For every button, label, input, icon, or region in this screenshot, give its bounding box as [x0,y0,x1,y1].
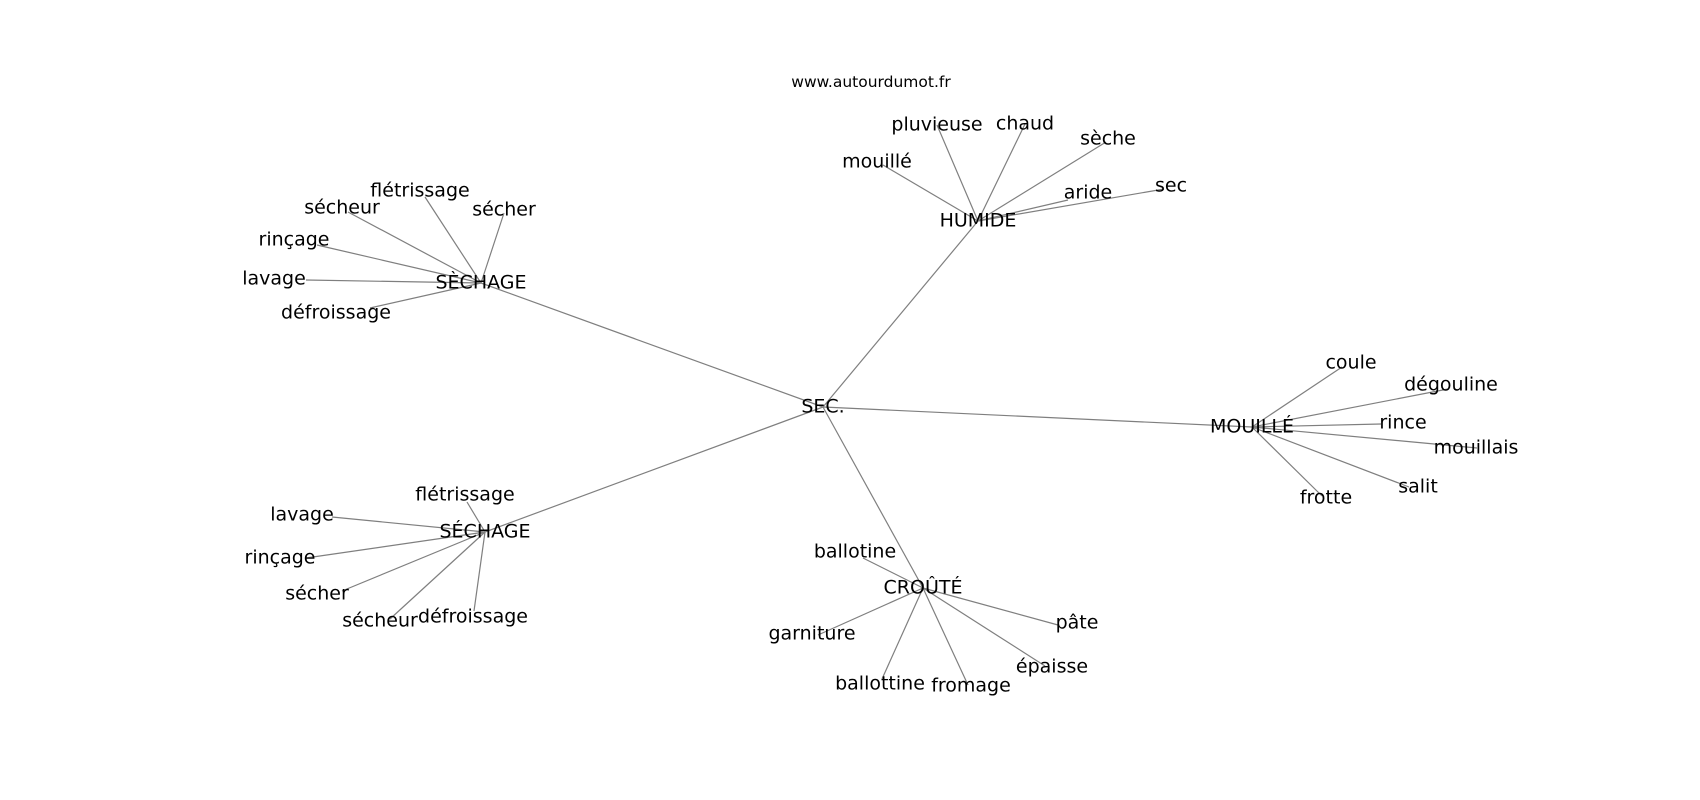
edge-leaf-croute-3 [817,587,924,636]
center-node: SEC. [801,395,845,418]
edge-leaf-sechage-grave-4 [316,244,482,284]
edge-leaf-sechage-aigu-4 [341,531,486,592]
leaf-humide-2: chaud [995,112,1055,135]
leaf-sechage-grave-6: défroissage [281,301,391,324]
leaf-sechage-grave-3: sécher [472,198,536,221]
leaf-sechage-aigu-3: rinçage [244,546,316,569]
leaf-croute-5: ballottine [835,672,925,695]
leaf-mouille-6: frotte [1299,486,1353,509]
leaf-sechage-aigu-5: sécheur [342,609,418,632]
edge-leaf-humide-4 [977,141,1107,222]
edge-center-sechage-aigu [484,406,824,533]
leaf-croute-3: garniture [768,622,856,645]
edge-leaf-sechage-aigu-2 [331,516,486,533]
leaf-humide-4: sèche [1080,127,1136,150]
edge-center-sechage-grave [480,282,824,408]
leaf-humide-6: sec [1154,174,1188,197]
leaf-croute-6: fromage [931,674,1011,697]
edge-leaf-sechage-grave-6 [369,282,482,309]
edge-leaf-humide-6 [977,188,1165,222]
edge-leaf-sechage-aigu-3 [305,531,486,559]
leaf-croute-1: ballotine [813,540,897,563]
edge-leaf-mouille-6 [1251,426,1323,497]
leaf-humide-3: mouillé [842,150,912,173]
leaf-sechage-grave-4: rinçage [258,228,330,251]
leaf-sechage-grave-1: flétrissage [370,179,470,202]
leaf-croute-2: pâte [1055,611,1099,634]
hub-sechage-aigu: SÉCHAGE [439,520,531,543]
leaf-sechage-aigu-1: flétrissage [415,483,515,506]
leaf-mouille-1: coule [1325,351,1377,374]
edge-leaf-sechage-grave-2 [347,211,482,284]
edge-leaf-sechage-grave-1 [424,196,482,284]
leaf-humide-1: pluvieuse [891,113,983,136]
edge-leaf-humide-5 [977,199,1069,222]
leaf-sechage-grave-5: lavage [242,267,306,290]
edge-leaf-mouille-1 [1251,366,1343,428]
edge-leaf-humide-2 [977,123,1026,222]
leaf-humide-5: aride [1063,181,1113,204]
leaf-mouille-4: mouillais [1433,436,1519,459]
leaf-sechage-aigu-6: défroissage [418,605,528,628]
hub-croute: CROÛTÉ [883,576,963,599]
edge-leaf-croute-5 [881,587,924,680]
edge-leaf-mouille-5 [1251,426,1410,488]
edge-center-humide [822,220,979,408]
leaf-mouille-5: salit [1398,475,1438,498]
edge-leaf-sechage-grave-5 [305,279,482,284]
edge-leaf-croute-4 [922,587,1046,667]
hub-sechage-grave: SÈCHAGE [435,271,527,294]
edge-leaf-humide-1 [936,124,979,222]
leaf-sechage-grave-2: sécheur [304,196,380,219]
leaf-mouille-2: dégouline [1404,373,1498,396]
edge-leaf-humide-3 [882,164,979,222]
edge-leaf-croute-6 [922,587,969,686]
edge-leaf-sechage-aigu-1 [466,501,486,533]
leaf-sechage-aigu-4: sécher [285,582,349,605]
leaf-croute-4: épaisse [1015,655,1089,678]
leaf-mouille-3: rince [1379,411,1427,434]
edge-leaf-croute-2 [922,587,1059,626]
edge-leaf-sechage-aigu-5 [389,531,486,620]
edge-leaf-sechage-grave-3 [480,212,505,284]
edge-leaf-mouille-4 [1251,426,1478,449]
hub-mouille: MOUILLÉ [1209,415,1295,438]
edge-center-mouille [822,406,1253,428]
edge-leaf-mouille-2 [1251,388,1449,428]
edge-center-croute [822,406,924,589]
edge-leaf-mouille-3 [1251,423,1382,428]
watermark: www.autourdumot.fr [791,73,951,91]
edge-leaf-croute-1 [862,557,924,589]
edge-leaf-sechage-aigu-6 [473,531,486,612]
leaf-sechage-aigu-2: lavage [270,503,334,526]
hub-humide: HUMIDE [939,209,1017,232]
